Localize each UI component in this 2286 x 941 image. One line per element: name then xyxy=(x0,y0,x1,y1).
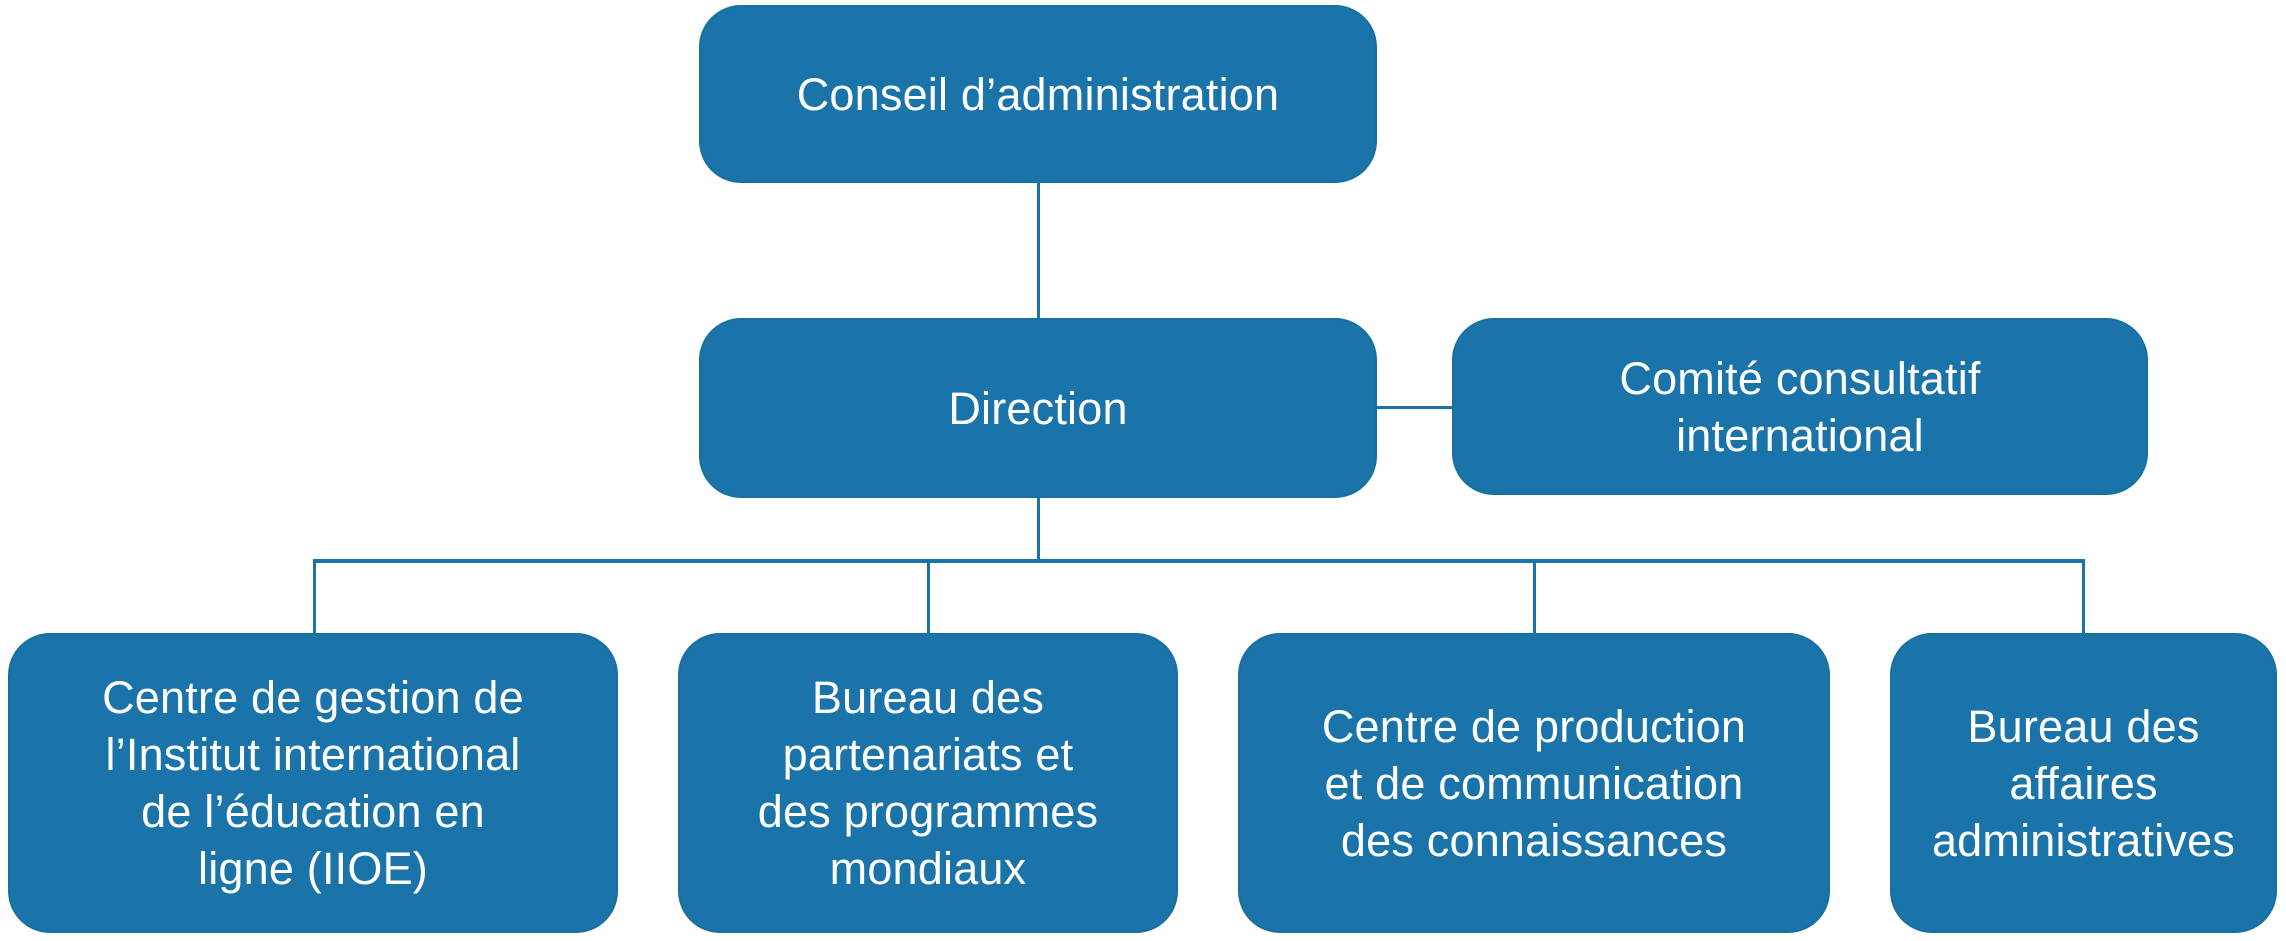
node-bureau-partenariats-programmes-mondiaux: Bureau des partenariats et des programme… xyxy=(678,633,1178,933)
node-centre-gestion-iioe: Centre de gestion de l’Institut internat… xyxy=(8,633,618,933)
node-direction: Direction xyxy=(699,318,1377,498)
connector-drop-iioe xyxy=(313,560,316,633)
connector-drop-production xyxy=(1533,560,1536,633)
node-centre-production-communication-connaissances: Centre de production et de communication… xyxy=(1238,633,1830,933)
connector-drop-affaires xyxy=(2082,560,2085,633)
connector-bus-horizontal xyxy=(313,559,2085,563)
node-comite-consultatif-international: Comité consultatif international xyxy=(1452,318,2148,495)
connector-drop-partenariats xyxy=(927,560,930,633)
connector-conseil-to-direction xyxy=(1037,183,1040,318)
node-bureau-affaires-administratives: Bureau des affaires administratives xyxy=(1890,633,2277,933)
connector-direction-to-bus xyxy=(1037,498,1040,561)
node-conseil-administration: Conseil d’administration xyxy=(699,5,1377,183)
connector-direction-to-comite xyxy=(1377,406,1452,409)
